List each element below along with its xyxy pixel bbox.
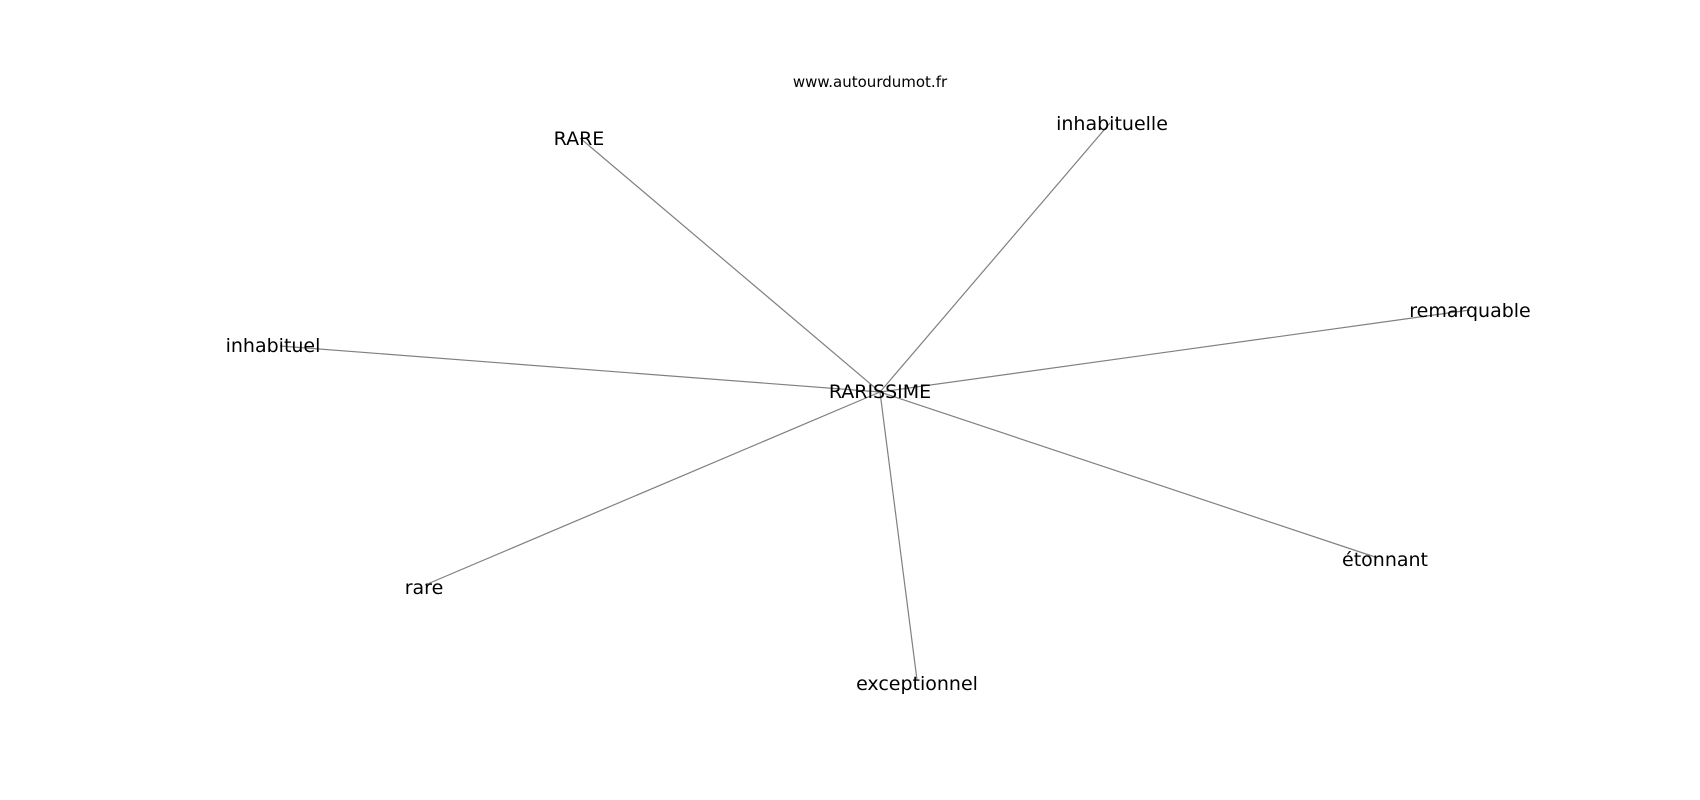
word-rare-upper: RARE [553, 128, 605, 150]
word-inhabituelle: inhabituelle [1056, 113, 1168, 135]
edge-etonnant [879, 391, 1376, 558]
edge-remarquable [879, 309, 1471, 393]
site-credit: www.autourdumot.fr [792, 73, 948, 91]
edge-rare [424, 391, 881, 586]
word-exceptionnel: exceptionnel [856, 673, 978, 695]
word-rare: rare [404, 577, 444, 599]
edge-exceptionnel [879, 391, 918, 681]
word-inhabituel: inhabituel [225, 335, 321, 357]
edge-rare-upper [579, 137, 881, 393]
word-etonnant: étonnant [1342, 549, 1428, 571]
edge-inhabituelle [879, 122, 1111, 393]
word-remarquable: remarquable [1409, 300, 1531, 322]
edge-inhabituel [279, 345, 881, 393]
center-word: RARISSIME [828, 381, 932, 403]
